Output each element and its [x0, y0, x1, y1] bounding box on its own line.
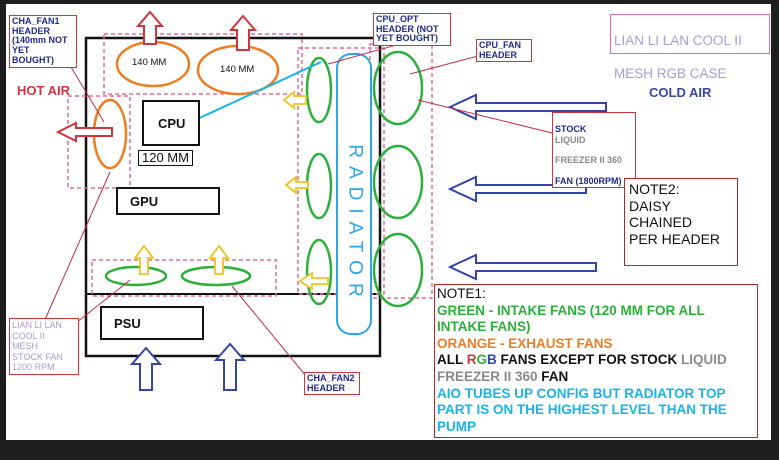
front-fan-1: [372, 50, 424, 126]
airflow-arrow-yellow-3: [298, 271, 329, 291]
note1-rgb-r: R: [466, 352, 477, 368]
fan-140-a-label: 140 MM: [132, 57, 167, 68]
cpu-label: CPU: [158, 115, 186, 131]
lian-li-fan-leader-1: [43, 171, 111, 323]
note1-green-line: GREEN - INTAKE FANS (120 MM FOR ALL INTA…: [437, 302, 705, 335]
cold-air-label: COLD AIR: [649, 85, 712, 100]
note2-line4: PER HEADER: [629, 230, 721, 247]
cpu-block: CPU: [142, 100, 200, 146]
note1-rgb-b: B: [487, 352, 497, 368]
radiator-fan-2: [305, 152, 333, 220]
hot-air-label: HOT AIR: [17, 83, 70, 98]
cold-air-arrow-bottom-2: [213, 342, 247, 391]
hot-air-arrow-top-1: [135, 10, 165, 45]
radiator-fan-1: [305, 56, 333, 124]
note1-aio-line: AIO TUBES UP CONFIG BUT RADIATOR TOP PAR…: [437, 385, 727, 434]
note1-rgb-liquid: LIQUID: [681, 352, 727, 368]
radiator-outline: [336, 53, 372, 335]
cold-air-arrow-1: [447, 93, 607, 121]
stock-fan-leader: [417, 99, 557, 135]
case-title: LIAN LI LAN COOL II MESH RGB CASE: [610, 14, 770, 81]
cold-air-arrow-3: [447, 253, 597, 281]
psu-label: PSU: [114, 315, 141, 331]
lian-li-fan-label: LIAN LI LAN COOL II MESH STOCK FAN 1200 …: [9, 318, 79, 376]
note1-rgb-fan: FAN: [537, 368, 569, 384]
fan-120-label: 120 MM: [138, 150, 193, 167]
stock-fan-text-4: FAN (1800RPM): [555, 176, 622, 187]
airflow-arrow-yellow-1: [282, 90, 307, 110]
note1-rgb-mid: FANS EXCEPT FOR STOCK: [496, 352, 682, 368]
stock-fan-label: STOCK LIQUID FREEZER II 360 FAN (1800RPM…: [552, 112, 636, 189]
fan-140-b-label: 140 MM: [220, 64, 255, 75]
case-title-line2: MESH RGB CASE: [614, 65, 727, 81]
cha-fan1-label: CHA_FAN1 HEADER (140mm NOT YET BOUGHT): [9, 15, 77, 68]
note1-rgb-freezer: FREEZER II 360: [437, 368, 538, 384]
radiator-label: RADIATOR: [344, 144, 365, 304]
hot-air-arrow-top-2: [228, 14, 258, 51]
front-fan-2: [372, 144, 424, 220]
rear-mesh-region: [67, 95, 131, 189]
note1-rgb-all: ALL: [437, 352, 467, 368]
cha-fan1-leader: [67, 61, 105, 123]
radiator-fan-3: [305, 238, 333, 306]
airflow-arrow-yellow-4: [133, 244, 155, 275]
stock-fan-text-2: LIQUID: [555, 134, 586, 145]
note1-orange-line: ORANGE - EXHAUST FANS: [437, 335, 613, 351]
cpu-fan-leader: [409, 55, 479, 75]
cha-fan2-label: CHA_FAN2 HEADER: [304, 372, 360, 396]
stock-fan-text-3: FREEZER II 360: [555, 155, 623, 166]
note1-heading: NOTE1:: [437, 286, 486, 301]
note1-rgb-g: G: [476, 352, 488, 368]
diagram-drawing: [43, 10, 607, 391]
diagram-canvas: LIAN LI LAN COOL II MESH RGB CASE CHA_FA…: [6, 4, 771, 440]
note1-box: NOTE1: GREEN - INTAKE FANS (120 MM FOR A…: [434, 284, 758, 438]
bottom-fan-1: [104, 265, 168, 287]
gpu-label: GPU: [130, 193, 159, 209]
gpu-block: GPU: [116, 187, 220, 215]
note2-line2: DAISY: [629, 197, 672, 214]
hot-air-arrow-rear: [55, 121, 113, 143]
psu-block: PSU: [100, 306, 204, 340]
airflow-arrow-yellow-5: [208, 244, 230, 275]
cpu-to-radiator-line: [167, 61, 322, 139]
cha-fan2-leader: [231, 285, 307, 377]
note1-rgb-line: ALL RGB FANS EXCEPT FOR STOCK LIQUID FRE…: [437, 352, 755, 385]
bottom-mesh-region: [91, 259, 277, 297]
cold-air-arrow-2: [447, 175, 587, 203]
stock-fan-text-1: STOCK: [555, 124, 587, 135]
note2-line3: CHAINED: [629, 214, 693, 231]
note2-line1: NOTE2:: [629, 181, 680, 197]
cpu-opt-label: CPU_OPT HEADER (NOT YET BOUGHT): [373, 13, 451, 47]
top-mesh-region: [103, 33, 303, 95]
cold-air-arrow-bottom-1: [129, 346, 163, 391]
front-fan-3: [372, 232, 424, 308]
airflow-arrow-yellow-2: [284, 175, 309, 195]
case-title-line1: LIAN LI LAN COOL II: [614, 33, 742, 49]
cpu-fan-label: CPU_FAN HEADER: [476, 39, 532, 63]
note2-box: NOTE2: DAISY CHAINED PER HEADER: [624, 178, 738, 266]
